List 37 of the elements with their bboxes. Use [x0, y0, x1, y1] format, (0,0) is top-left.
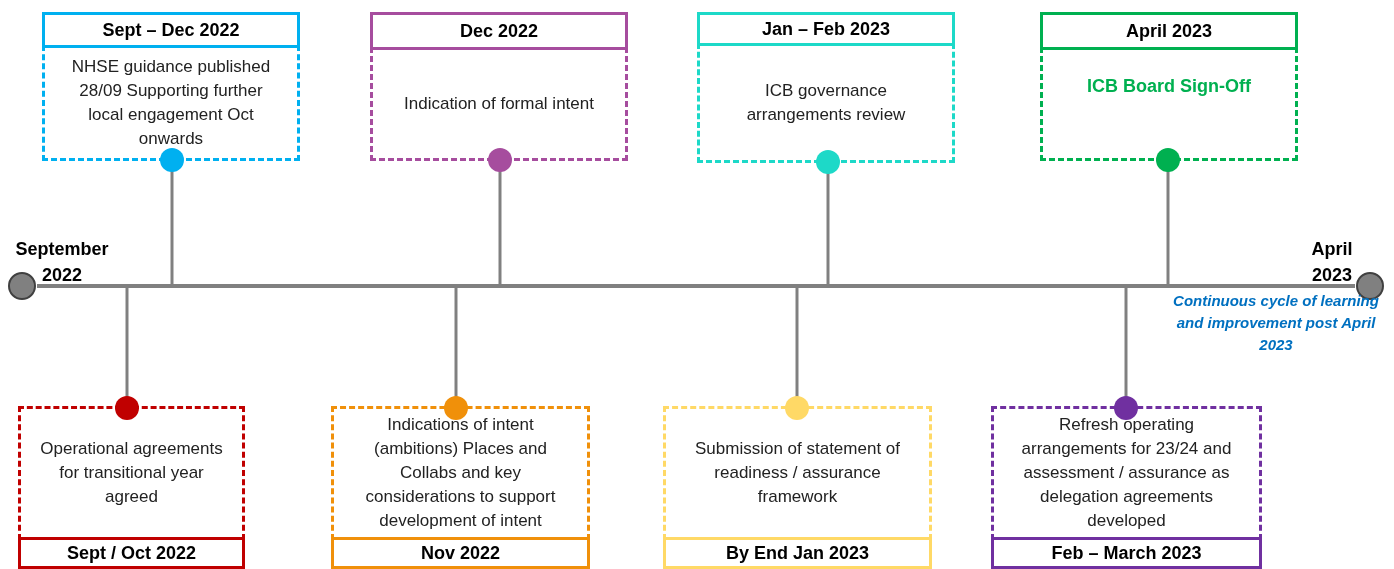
stem-line	[1156, 148, 1180, 284]
stem-line	[785, 288, 809, 420]
date-header: April 2023	[1040, 12, 1298, 50]
milestone-text: Refresh operating arrangements for 23/24 and assessment / assurance as delegation agreements developed	[991, 406, 1262, 540]
date-header: Dec 2022	[370, 12, 628, 50]
stem-line	[1114, 288, 1138, 420]
milestone-text: Indication of formal intent	[370, 47, 628, 161]
note-text: Continuous cycle of learning and improvement post April 2023	[1172, 291, 1380, 355]
timeline-end-dot	[8, 272, 36, 300]
date-label: September 2022	[14, 238, 110, 287]
milestone-card	[663, 406, 932, 569]
milestone-text: Submission of statement of readiness / assurance framework	[663, 406, 932, 540]
milestone-card	[370, 12, 628, 164]
date-header: Sept – Dec 2022	[42, 12, 300, 48]
milestone-card	[18, 406, 245, 569]
timeline-axis	[37, 284, 1355, 288]
milestone-text: Indications of intent (ambitions) Places and Collabs and key considerations to support development of intent	[331, 406, 590, 540]
date-header: Nov 2022	[331, 537, 590, 569]
milestone-card	[991, 406, 1262, 569]
milestone-card	[1040, 12, 1298, 164]
milestone-card	[697, 12, 955, 166]
date-header: Feb – March 2023	[991, 537, 1262, 569]
milestone-text: ICB Board Sign-Off	[1040, 47, 1298, 161]
stem-line	[488, 148, 512, 284]
stem-line	[160, 148, 184, 284]
stem-line	[444, 288, 468, 420]
milestone-card	[331, 406, 590, 569]
date-label: April 2023	[1310, 238, 1354, 287]
stem-line	[816, 150, 840, 284]
date-header: By End Jan 2023	[663, 537, 932, 569]
date-header: Sept / Oct 2022	[18, 537, 245, 569]
milestone-text: Operational agreements for transitional year agreed	[18, 406, 245, 540]
milestone-card	[42, 12, 300, 164]
milestone-text: ICB governance arrangements review	[697, 43, 955, 163]
stem-line	[115, 288, 139, 420]
date-header: Jan – Feb 2023	[697, 12, 955, 46]
milestone-text: NHSE guidance published 28/09 Supporting further local engagement Oct onwards	[42, 45, 300, 161]
